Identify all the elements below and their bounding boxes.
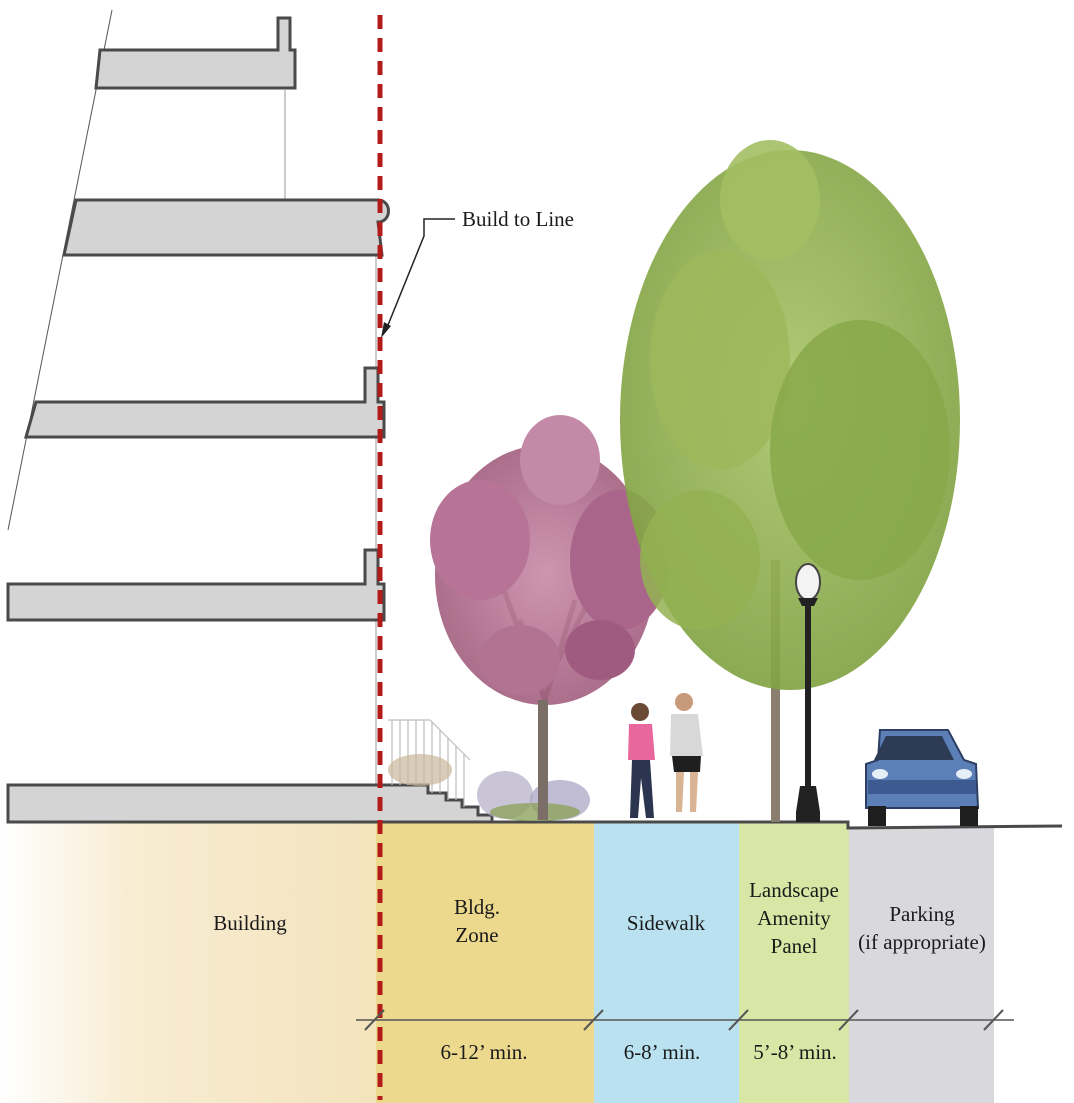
zone-labels: Building Bldg. Zone Sidewalk Landscape A… (213, 878, 986, 958)
floor-slab-1 (94, 16, 297, 90)
bldg-zone-panel (376, 822, 594, 1103)
shade-tree (620, 140, 960, 822)
floor-slab-4 (6, 548, 386, 622)
label-parking-line2: (if appropriate) (858, 930, 986, 954)
callout-leader (381, 218, 455, 338)
label-landscape-line3: Panel (771, 934, 818, 958)
dim-bldg-zone: 6-12’ min. (440, 1040, 527, 1064)
sidewalk-zone-panel (594, 822, 739, 1103)
landscape-zone-panel (739, 822, 849, 1103)
label-building: Building (213, 911, 287, 935)
ground-line (8, 820, 1063, 830)
pedestrians (628, 693, 703, 818)
ground-slab-with-steps (6, 783, 494, 824)
zone-panels (0, 822, 994, 1103)
label-landscape-line1: Landscape (749, 878, 839, 902)
label-bldg-zone-line2: Zone (455, 923, 498, 947)
label-sidewalk: Sidewalk (627, 911, 706, 935)
label-bldg-zone-line1: Bldg. (454, 895, 500, 919)
building-zone-panel (0, 822, 376, 1103)
floor-slab-3 (24, 366, 386, 439)
build-to-line-label: Build to Line (462, 207, 574, 231)
parked-car (865, 729, 980, 826)
label-landscape-line2: Amenity (757, 906, 831, 930)
planting-grasses (388, 754, 590, 821)
facade-slope-line (7, 9, 113, 531)
street-lamp (795, 563, 821, 822)
parking-zone-panel (849, 828, 994, 1103)
dim-sidewalk: 6-8’ min. (624, 1040, 701, 1064)
dim-landscape: 5’-8’ min. (753, 1040, 837, 1064)
dimension-labels: 6-12’ min. 6-8’ min. 5’-8’ min. (440, 1040, 836, 1064)
floor-slab-2 (62, 198, 390, 257)
building-section (6, 9, 494, 824)
label-parking-line1: Parking (889, 902, 955, 926)
dimension-line (356, 1009, 1014, 1031)
flowering-tree (430, 415, 670, 821)
